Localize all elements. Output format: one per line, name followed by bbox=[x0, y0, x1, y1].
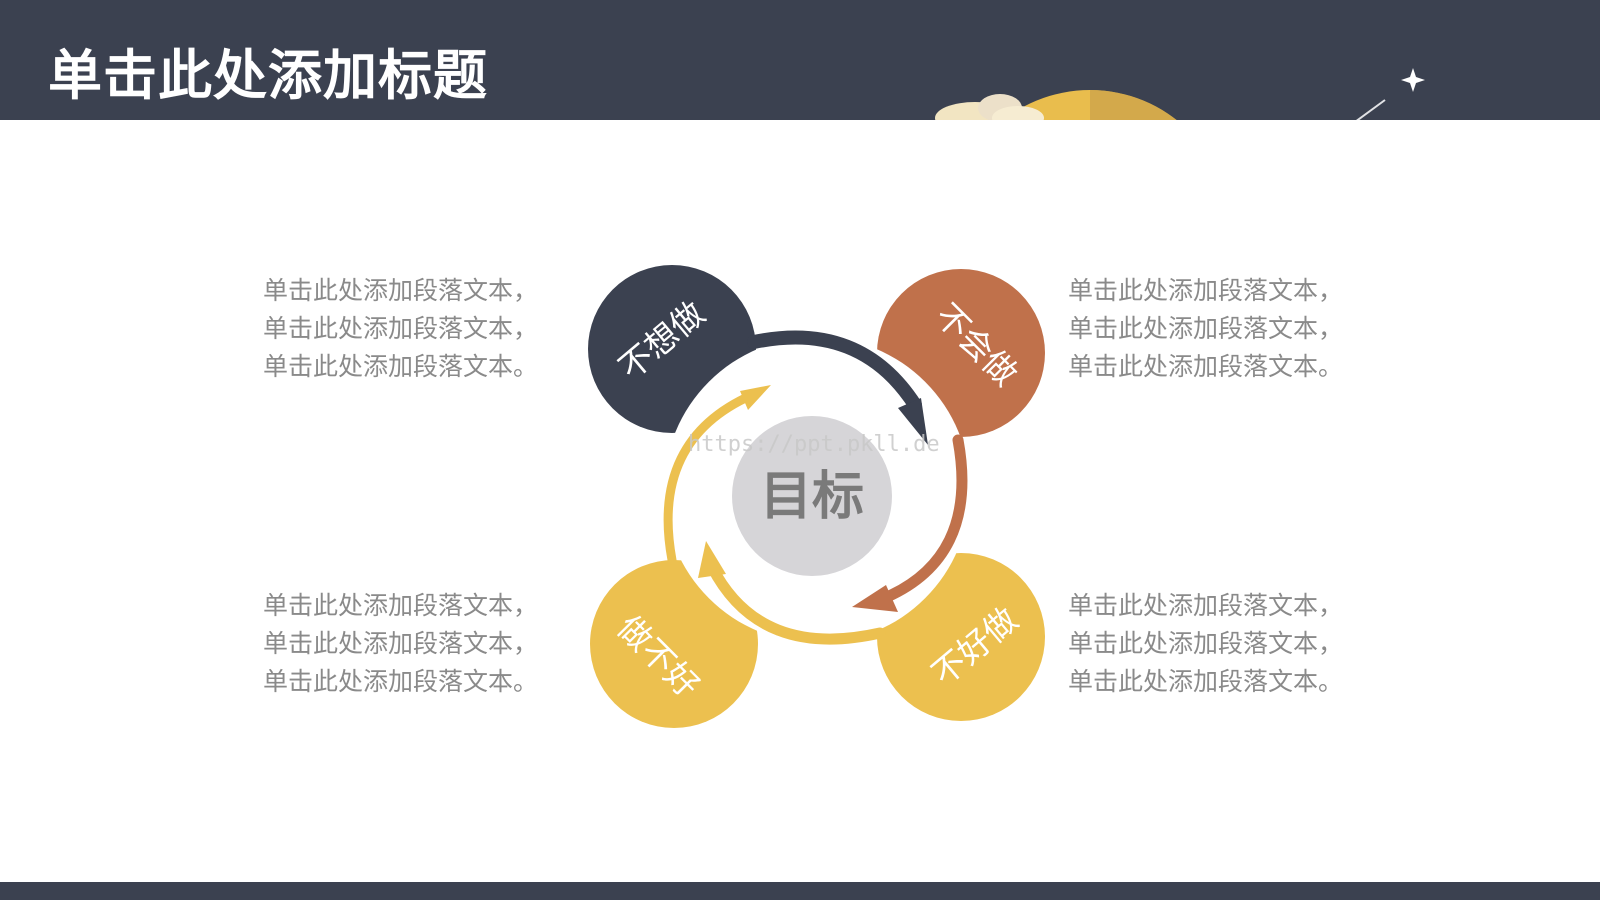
paragraph-line: 单击此处添加段落文本。 bbox=[1068, 667, 1344, 696]
paragraph-line: 单击此处添加段落文本， bbox=[263, 629, 539, 658]
paragraph-line: 单击此处添加段落文本。 bbox=[1068, 352, 1344, 381]
footer-bar bbox=[0, 882, 1600, 900]
paragraph-line: 单击此处添加段落文本， bbox=[1068, 629, 1344, 658]
navy-arrow-arc bbox=[747, 330, 922, 412]
paragraph-bottom-left[interactable]: 单击此处添加段落文本， 单击此处添加段落文本， 单击此处添加段落文本。 bbox=[263, 587, 583, 701]
paragraph-line: 单击此处添加段落文本。 bbox=[263, 352, 539, 381]
sparkle-icon bbox=[1401, 68, 1425, 92]
center-circle[interactable] bbox=[732, 416, 892, 576]
paragraph-line: 单击此处添加段落文本。 bbox=[263, 667, 539, 696]
paragraph-line: 单击此处添加段落文本， bbox=[1068, 591, 1344, 620]
moon-illustration bbox=[935, 68, 1425, 120]
paragraph-bottom-right[interactable]: 单击此处添加段落文本， 单击此处添加段落文本， 单击此处添加段落文本。 bbox=[1068, 587, 1388, 701]
yellow-arrowhead-left-icon bbox=[740, 385, 771, 410]
center-label: 目标 bbox=[760, 467, 864, 527]
header-bar: 单击此处添加标题 bbox=[0, 0, 1600, 120]
orange-arrowhead-icon bbox=[852, 585, 898, 612]
yellow-arrowhead-bottom-icon bbox=[698, 541, 726, 578]
paragraph-top-left[interactable]: 单击此处添加段落文本， 单击此处添加段落文本， 单击此处添加段落文本。 bbox=[263, 272, 583, 386]
paragraph-line: 单击此处添加段落文本， bbox=[263, 591, 539, 620]
paragraph-line: 单击此处添加段落文本， bbox=[1068, 276, 1344, 305]
watermark: https://ppt.pkll.de bbox=[688, 432, 940, 457]
yellow-arrow-arc-left bbox=[663, 390, 757, 565]
paragraph-line: 单击此处添加段落文本， bbox=[263, 276, 539, 305]
orange-arrow-arc bbox=[874, 434, 968, 606]
paragraph-line: 单击此处添加段落文本， bbox=[263, 314, 539, 343]
navy-arrowhead-icon bbox=[898, 398, 928, 445]
paragraph-top-right[interactable]: 单击此处添加段落文本， 单击此处添加段落文本， 单击此处添加段落文本。 bbox=[1068, 272, 1388, 386]
yellow-arrow-arc-bottom bbox=[706, 561, 886, 645]
paragraph-line: 单击此处添加段落文本， bbox=[1068, 314, 1344, 343]
page-title[interactable]: 单击此处添加标题 bbox=[48, 44, 488, 107]
